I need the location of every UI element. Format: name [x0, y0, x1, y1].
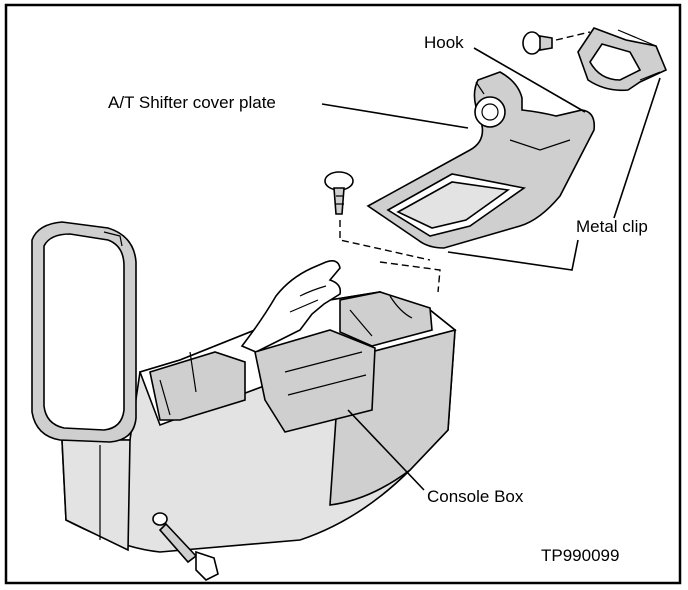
reference-code: TP990099 — [541, 546, 619, 565]
assembly-line-screw — [339, 220, 431, 261]
assembly-line-plate — [379, 261, 441, 293]
label-shifter-cover-plate: A/T Shifter cover plate — [108, 93, 276, 112]
screw-top-drawing — [522, 31, 591, 55]
label-hook: Hook — [424, 33, 464, 52]
armrest-drawing — [31, 221, 137, 443]
leader-hook — [473, 47, 586, 113]
leader-metal-clip-bottom — [447, 239, 579, 271]
leader-shifter — [321, 103, 469, 129]
metal-clip-drawing — [577, 27, 668, 92]
leader-metal-clip-top — [613, 77, 661, 219]
screw-bottom-drawing — [152, 512, 219, 581]
label-console-box: Console Box — [427, 487, 524, 506]
shifter-cover-plate-drawing — [366, 71, 596, 249]
label-metal-clip: Metal clip — [576, 217, 648, 236]
leader-console-box — [347, 409, 425, 491]
screw-middle-drawing — [324, 171, 354, 215]
diagram-border — [4, 3, 682, 585]
console-box-drawing — [61, 260, 457, 553]
